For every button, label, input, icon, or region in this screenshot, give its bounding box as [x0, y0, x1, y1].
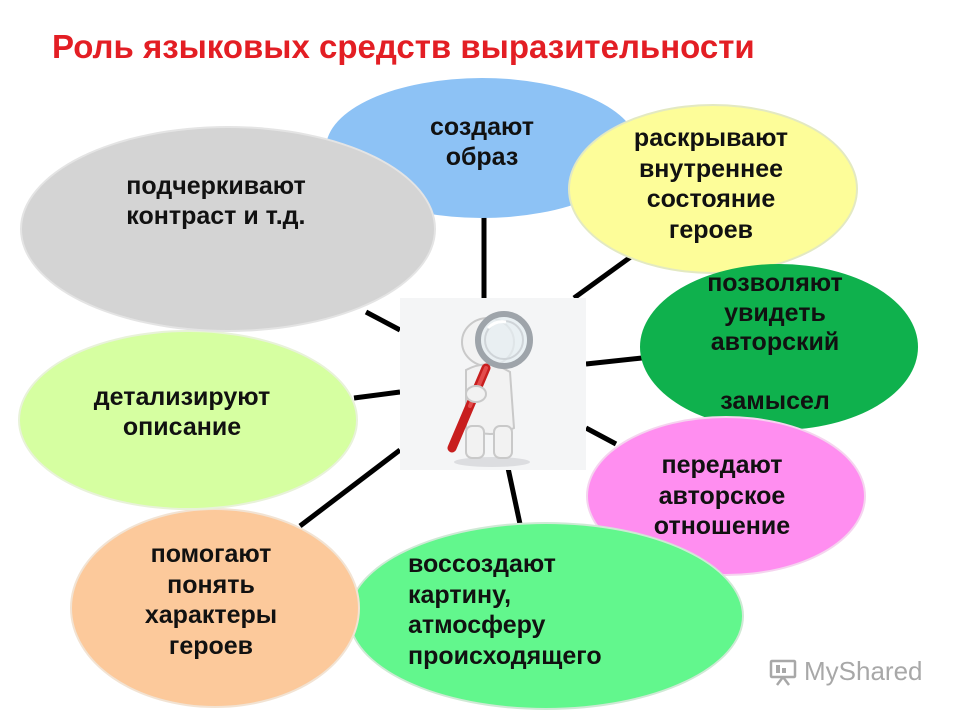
presentation-board-icon [769, 659, 797, 686]
node-contrast-text: подчеркивают контраст и т.д. [126, 171, 306, 231]
connector-author-intent [585, 355, 643, 367]
node-reveal-state-text: раскрывают внутреннее состояние героев [633, 124, 789, 244]
magnifier-person-icon [447, 311, 533, 467]
node-create-image-text: создают образ [429, 112, 535, 172]
watermark-text: MyShared [804, 656, 923, 686]
connector-understand-heroes [298, 448, 402, 528]
connector-detail-description [353, 389, 401, 401]
node-recreate-picture-text: воссоздают картину, атмосферу происходящ… [408, 550, 602, 670]
node-author-attitude-text: передают авторское отношение [653, 451, 791, 541]
node-author-intent: позволяют увидеть авторский замысел [640, 264, 918, 430]
node-recreate-picture: воссоздают картину, атмосферу происходящ… [348, 522, 744, 710]
connector-contrast [364, 309, 402, 333]
connector-reveal-state [572, 253, 634, 301]
page-title: Роль языковых средств выразительности [52, 28, 755, 65]
center-figure [400, 298, 586, 470]
node-understand-heroes-text: помогают понять характеры героев [144, 540, 278, 660]
node-understand-heroes: помогают понять характеры героев [70, 508, 360, 708]
connector-recreate-picture [505, 467, 523, 525]
connector-author-attitude [584, 425, 618, 447]
node-reveal-state: раскрывают внутреннее состояние героев [568, 104, 858, 274]
node-detail-description: детализируют описание [18, 330, 358, 510]
node-contrast: подчеркивают контраст и т.д. [20, 126, 436, 332]
watermark: MyShared [768, 656, 923, 687]
node-author-intent-text: позволяют увидеть авторский замысел [707, 269, 843, 416]
node-detail-description-text: детализируют описание [93, 382, 271, 442]
